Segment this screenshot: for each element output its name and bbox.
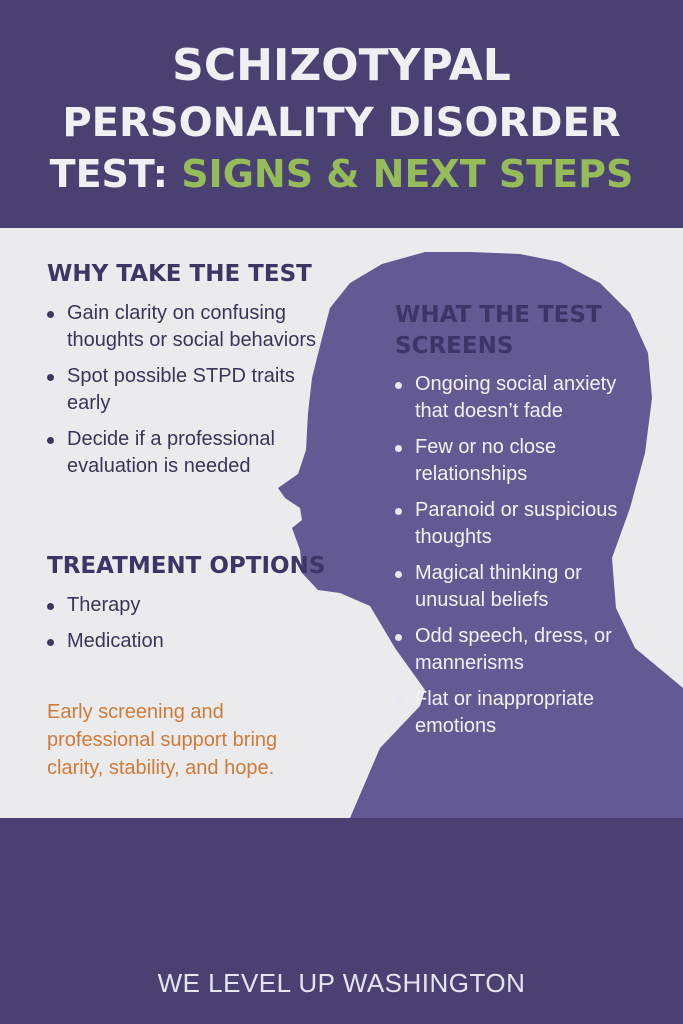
treatment-heading: TREATMENT OPTIONS xyxy=(47,553,326,579)
title-test: TEST: xyxy=(49,152,182,196)
title-line-2: PERSONALITY DISORDER xyxy=(62,100,621,146)
closing-note: Early screening and professional support… xyxy=(47,701,278,779)
screens-list: Ongoing social anxiety that doesn’t fade… xyxy=(395,371,625,749)
list-item: Therapy xyxy=(47,592,164,619)
list-item: Odd speech, dress, or mannerisms xyxy=(395,623,625,677)
list-item: Decide if a professional evaluation is n… xyxy=(47,426,327,480)
title-highlight: SIGNS & NEXT STEPS xyxy=(181,152,634,196)
header-banner: SCHIZOTYPAL PERSONALITY DISORDER TEST: S… xyxy=(0,0,683,228)
why-heading: WHY TAKE THE TEST xyxy=(47,261,312,287)
list-item: Flat or inappropriate emotions xyxy=(395,686,625,740)
list-item: Paranoid or suspicious thoughts xyxy=(395,497,625,551)
list-item: Few or no close relationships xyxy=(395,434,625,488)
footer-brand: WE LEVEL UP WASHINGTON xyxy=(157,968,526,998)
title-line-1: SCHIZOTYPAL xyxy=(172,40,511,91)
list-item: Medication xyxy=(47,628,164,655)
list-item: Ongoing social anxiety that doesn’t fade xyxy=(395,371,625,425)
screens-heading: WHAT THE TEST SCREENS xyxy=(395,302,602,359)
title-line-3: TEST: SIGNS & NEXT STEPS xyxy=(0,152,683,196)
treatment-list: Therapy Medication xyxy=(47,592,164,664)
list-item: Gain clarity on confusing thoughts or so… xyxy=(47,300,327,354)
content-panel: WHY TAKE THE TEST Gain clarity on confus… xyxy=(0,228,683,818)
list-item: Magical thinking or unusual beliefs xyxy=(395,560,625,614)
list-item: Spot possible STPD traits early xyxy=(47,363,327,417)
head-silhouette-icon xyxy=(278,252,683,818)
why-list: Gain clarity on confusing thoughts or so… xyxy=(47,300,327,489)
